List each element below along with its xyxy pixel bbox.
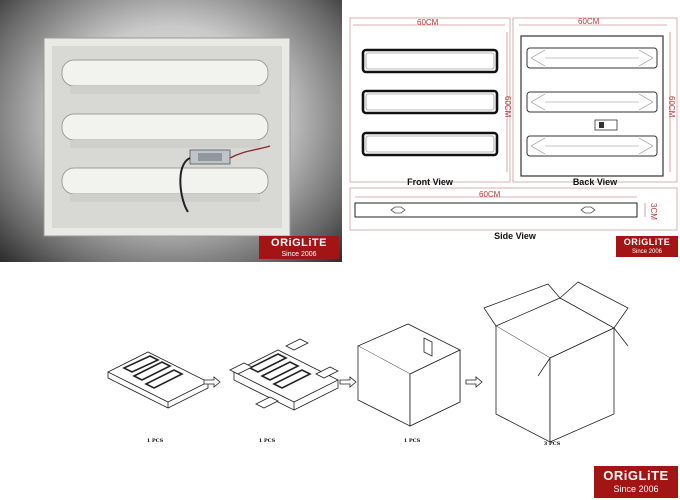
brand-badge: ORiGLiTE Since 2006 — [259, 236, 339, 259]
back-view-label: Back View — [572, 177, 618, 187]
brand-name: ORiGLiTE — [271, 237, 327, 249]
technical-drawing-art — [349, 17, 678, 231]
panel-light-photo-art — [43, 37, 291, 237]
panel-item-art — [107, 351, 209, 409]
panel-foam-art — [229, 338, 339, 411]
arrow-icon — [203, 376, 221, 388]
side-view-label: Side View — [494, 231, 536, 241]
brand-since: Since 2006 — [613, 484, 659, 494]
packing-step-4-label: 3 PCS — [543, 441, 561, 447]
front-view-label: Front View — [407, 177, 453, 187]
packing-step-1-label: 1 PCS — [146, 438, 164, 444]
packing-step-2-label: 1 PCS — [258, 438, 276, 444]
packing-illustration — [107, 281, 629, 443]
back-width-dimension: 60CM — [578, 17, 600, 26]
front-width-dimension: 60CM — [417, 18, 439, 27]
brand-name: ORiGLiTE — [603, 468, 669, 483]
brand-name: ORiGLiTE — [623, 237, 671, 247]
open-carton-art — [483, 281, 629, 443]
brand-since: Since 2006 — [281, 251, 317, 258]
technical-drawing: 60CM 60CM 60CM 60CM 60CM 3CM Front View … — [345, 12, 680, 262]
arrow-icon — [339, 376, 357, 388]
closed-box-art — [357, 323, 461, 427]
packing-step-3-label: 1 PCS — [403, 438, 421, 444]
side-depth-dimension: 3CM — [649, 203, 658, 220]
back-height-dimension: 60CM — [667, 96, 676, 118]
brand-badge-drawing: ORiGLiTE Since 2006 — [616, 236, 678, 257]
brand-badge-packing: ORiGLiTE Since 2006 — [594, 466, 678, 498]
arrow-icon — [465, 376, 483, 388]
brand-since: Since 2006 — [631, 249, 663, 255]
product-photo — [0, 0, 342, 262]
side-width-dimension: 60CM — [479, 190, 501, 199]
front-height-dimension: 60CM — [503, 96, 512, 118]
